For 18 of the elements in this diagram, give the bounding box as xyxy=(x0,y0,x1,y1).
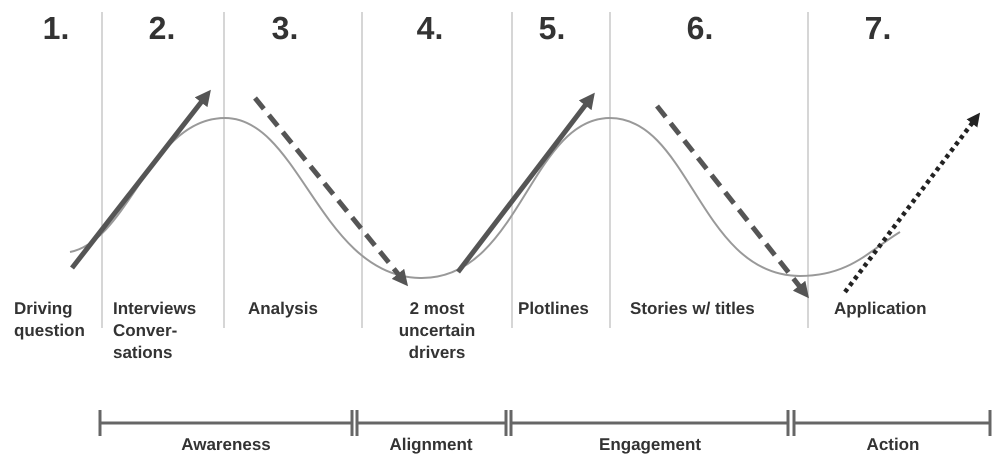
step-label: Driving question xyxy=(14,298,86,342)
phase-label: Action xyxy=(866,434,920,456)
step-number: 1. xyxy=(42,9,70,48)
step-label: Interviews Conver-sations xyxy=(113,298,198,364)
step-label: Plotlines xyxy=(518,298,590,320)
step-number: 5. xyxy=(538,9,566,48)
step-label: 2 most uncertain drivers xyxy=(398,298,476,364)
step-label: Analysis xyxy=(248,298,319,320)
step-label: Application xyxy=(834,298,928,320)
phase-label: Awareness xyxy=(181,434,271,456)
phase-label: Engagement xyxy=(598,434,702,456)
step-label: Stories w/ titles xyxy=(630,298,756,320)
phase-label: Alignment xyxy=(389,434,473,456)
step-number: 7. xyxy=(864,9,892,48)
step-number: 4. xyxy=(416,9,444,48)
step-number: 2. xyxy=(148,9,176,48)
step-number: 3. xyxy=(272,9,298,48)
step-number: 6. xyxy=(686,9,714,48)
